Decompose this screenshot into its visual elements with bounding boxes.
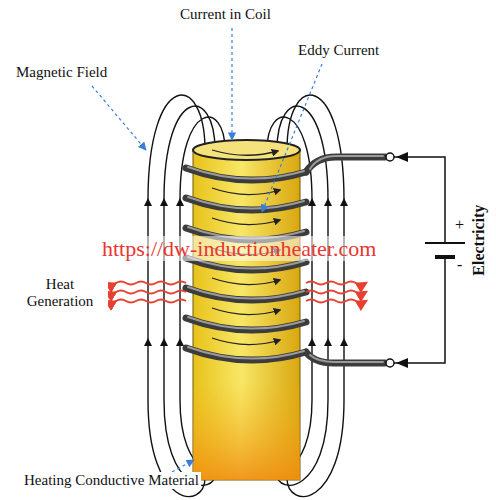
- heat-arrow: [106, 282, 186, 285]
- callout-label: Heat Generation: [12, 276, 108, 311]
- coil-turn: [186, 198, 306, 210]
- eddy-arrow: [212, 150, 278, 155]
- callout-label: Current in Coil: [178, 6, 273, 23]
- field-arrowhead: [144, 198, 152, 206]
- power-circuit: [386, 153, 465, 367]
- field-arrowhead: [160, 338, 168, 346]
- eddy-arrow: [212, 338, 280, 345]
- terminal: [386, 359, 394, 367]
- heat-arrow: [106, 300, 186, 303]
- coil-highlight: [310, 355, 383, 362]
- wire: [394, 157, 445, 243]
- coil-turn: [186, 318, 306, 330]
- current-arrows: [396, 152, 408, 368]
- coil-highlight: [310, 156, 383, 169]
- coil-highlight: [188, 197, 304, 209]
- magnetic-field-lines: [148, 95, 344, 496]
- field-arrowhead: [324, 198, 332, 206]
- eddy-arrow: [212, 218, 280, 225]
- current-arrowhead: [396, 152, 408, 162]
- eddy-arrow: [212, 278, 280, 285]
- field-arrowhead: [340, 338, 348, 346]
- rod-hot-zone: [193, 150, 300, 480]
- terminal: [386, 153, 394, 161]
- power-label: Electricity: [471, 202, 489, 277]
- current-arrowhead: [396, 358, 408, 368]
- heat-arrow: [106, 291, 186, 294]
- battery-plate: [425, 242, 465, 244]
- leader-line: [262, 64, 322, 212]
- coil-turn: [186, 348, 306, 360]
- leader-line: [172, 460, 194, 472]
- callout-label: Heating Conductive Material: [22, 472, 201, 489]
- heat-arrow: [306, 282, 366, 285]
- leader-line: [92, 86, 146, 150]
- coil-highlight: [188, 317, 304, 329]
- field-arrowhead: [176, 338, 184, 346]
- heat-arrow: [306, 291, 366, 294]
- coil-highlight: [188, 287, 304, 299]
- conductive-rod: [193, 140, 300, 480]
- rod-top: [193, 140, 300, 160]
- polarity-sign: -: [455, 256, 464, 274]
- field-arrowhead: [144, 338, 152, 346]
- rod-body: [193, 150, 300, 480]
- callout-label: Magnetic Field: [14, 64, 109, 81]
- heat-arrow: [306, 300, 366, 303]
- coil-lead: [306, 157, 385, 172]
- field-arrowhead: [308, 338, 316, 346]
- heat-arrows: [106, 282, 366, 303]
- wire: [394, 257, 445, 363]
- field-arrowhead: [160, 198, 168, 206]
- coil-lead: [306, 352, 385, 363]
- eddy-arrow: [212, 308, 280, 315]
- coil-highlight: [188, 167, 304, 179]
- coil-turn: [186, 168, 306, 180]
- leader-line: [231, 28, 232, 140]
- field-arrowhead: [340, 198, 348, 206]
- coil-turn: [186, 288, 306, 300]
- watermark: https://dw-inductionheater.com: [100, 236, 378, 261]
- coil-highlight: [188, 347, 304, 359]
- battery-plate: [435, 255, 455, 259]
- polarity-sign: +: [453, 216, 466, 234]
- callout-label: Eddy Current: [296, 42, 381, 59]
- field-arrowhead: [324, 338, 332, 346]
